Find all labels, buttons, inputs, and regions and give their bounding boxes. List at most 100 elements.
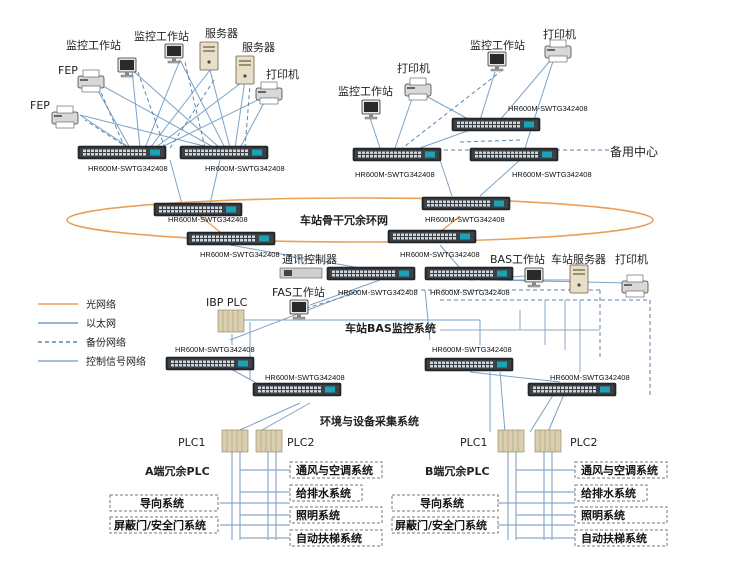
switch-ring-left-top: HR600M-SWTG342408 [153, 202, 248, 224]
a-light-label: 照明系统 [296, 508, 340, 522]
monitor-workstation-1: 监控工作站 [66, 38, 137, 78]
fep-label-1: FEP [58, 64, 78, 77]
bas-printer: 打印机 [615, 252, 649, 298]
top-left-backup-links [84, 61, 251, 149]
svg-text:HR600M-SWTG342408: HR600M-SWTG342408 [550, 373, 630, 382]
server-2: 服务器 [235, 41, 275, 85]
switch-backup-right: HR600M-SWTG342408 [469, 147, 592, 179]
a-door-label: 屏蔽门/安全门系统 [114, 518, 206, 532]
ibp-links [231, 319, 481, 380]
b-escalator-box [574, 529, 668, 547]
bas-workstation-label: BAS工作站 [490, 252, 545, 266]
monitor-workstation-2: 监控工作站 [134, 29, 189, 64]
svg-text:HR600M-SWTG342408: HR600M-SWTG342408 [432, 345, 512, 354]
ring-vertical-links [199, 215, 461, 233]
svg-text:HR600M-SWTG342408: HR600M-SWTG342408 [355, 170, 435, 179]
a-guide-label: 导向系统 [140, 496, 184, 510]
bas-workstation: BAS工作站 [490, 252, 545, 288]
legend-optical-label: 光网络 [86, 298, 116, 311]
switch-ring-right-bottom: HR600M-SWTG342408 [387, 229, 480, 259]
ibp-plc: IBP PLC [206, 296, 248, 333]
a-water-box [289, 484, 363, 502]
backup-workstation-2: 监控工作站 [470, 38, 525, 72]
svg-text:HR600M-SWTG342408: HR600M-SWTG342408 [265, 373, 345, 382]
control-signal-links [440, 300, 600, 372]
switch-ring-right-top: HR600M-SWTG342408 [421, 196, 511, 224]
b-water-label: 给排水系统 [581, 486, 636, 500]
printer-label-1: 打印机 [266, 67, 299, 81]
a-guide-box [109, 494, 219, 512]
workstation-label-2: 监控工作站 [134, 29, 189, 43]
legend-control-label: 控制信号网络 [86, 355, 146, 368]
a-plc1: PLC1 [178, 429, 249, 453]
station-server-label: 车站服务器 [551, 252, 606, 266]
b-plc-label: B端冗余PLC [425, 464, 490, 478]
bas-system-label: 车站BAS监控系统 [345, 321, 436, 335]
b-guide-box [391, 494, 499, 512]
svg-text:HR600M-SWTG342408: HR600M-SWTG342408 [205, 164, 285, 173]
a-plc2-label: PLC2 [287, 436, 314, 449]
station-server: 车站服务器 [551, 252, 606, 294]
a-escalator-box [289, 529, 383, 547]
top-right-backup-links [399, 71, 610, 151]
switch-plc-b-bottom: HR600M-SWTG342408 [527, 373, 630, 397]
switch-top-left-1: HR600M-SWTG342408 [77, 145, 168, 173]
server-label-1: 服务器 [205, 27, 238, 40]
backbone-ring-label: 车站骨干冗余环网 [300, 213, 388, 227]
switch-ring-left-bottom: HR600M-SWTG342408 [186, 231, 280, 259]
fep-label-2: FEP [30, 99, 50, 112]
backup-workstation-label-1: 监控工作站 [338, 84, 393, 98]
switch-bas-right: HR600M-SWTG342408 [424, 266, 514, 297]
switch-plc-a-top: HR600M-SWTG342408 [165, 345, 255, 371]
b-plc1-label: PLC1 [460, 436, 487, 449]
printer-1: 打印机 [255, 67, 299, 105]
b-vent-label: 通风与空调系统 [581, 463, 658, 477]
backup-workstation-label-2: 监控工作站 [470, 38, 525, 52]
b-water-box [574, 484, 648, 502]
legend: 光网络 以太网 备份网络 控制信号网络 [38, 298, 146, 368]
backup-printer-1: 打印机 [397, 61, 432, 101]
legend-backup-label: 备份网络 [86, 336, 126, 349]
svg-text:HR600M-SWTG342408: HR600M-SWTG342408 [400, 250, 480, 259]
fas-workstation-label: FAS工作站 [272, 285, 325, 299]
backup-printer-2: 打印机 [543, 27, 576, 63]
switch-backup-top: HR600M-SWTG342408 [451, 104, 588, 132]
server-label-2: 服务器 [242, 41, 275, 54]
switch-backup-left: HR600M-SWTG342408 [352, 147, 442, 179]
switch-plc-b-top: HR600M-SWTG342408 [424, 345, 514, 372]
svg-text:HR600M-SWTG342408: HR600M-SWTG342408 [508, 104, 588, 113]
bas-printer-label: 打印机 [615, 252, 648, 266]
comm-controller-label: 通讯控制器 [282, 252, 337, 266]
backup-center-label: 备用中心 [610, 144, 658, 159]
backup-printer-label-2: 打印机 [543, 27, 576, 41]
ibp-plc-label: IBP PLC [206, 296, 248, 309]
a-vent-label: 通风与空调系统 [296, 463, 373, 477]
a-plc-wiring [220, 452, 290, 540]
svg-text:HR600M-SWTG342408: HR600M-SWTG342408 [200, 250, 280, 259]
b-plc1: PLC1 [460, 429, 525, 453]
fep-device-1: FEP [58, 64, 105, 93]
svg-text:HR600M-SWTG342408: HR600M-SWTG342408 [425, 215, 505, 224]
server-1: 服务器 [199, 27, 238, 71]
top-left-ethernet-links [79, 59, 269, 149]
a-door-box [109, 516, 219, 534]
workstation-label-1: 监控工作站 [66, 38, 121, 52]
b-guide-label: 导向系统 [420, 496, 464, 510]
legend-ethernet-label: 以太网 [86, 317, 116, 330]
a-light-box [289, 506, 383, 524]
b-vent-box [574, 461, 668, 479]
backup-workstation-1: 监控工作站 [338, 84, 393, 120]
b-escalator-label: 自动扶梯系统 [581, 531, 647, 545]
svg-text:HR600M-SWTG342408: HR600M-SWTG342408 [175, 345, 255, 354]
b-plc2: PLC2 [534, 429, 597, 453]
b-plc2-label: PLC2 [570, 436, 597, 449]
b-door-box [391, 516, 499, 534]
a-vent-box [289, 461, 383, 479]
switch-bas-left: HR600M-SWTG342408 [326, 266, 418, 297]
b-plc-wiring [498, 452, 575, 540]
comm-controller: 通讯控制器 [279, 252, 337, 279]
top-left-uplinks [169, 159, 221, 205]
fas-workstation: FAS工作站 [272, 285, 325, 320]
